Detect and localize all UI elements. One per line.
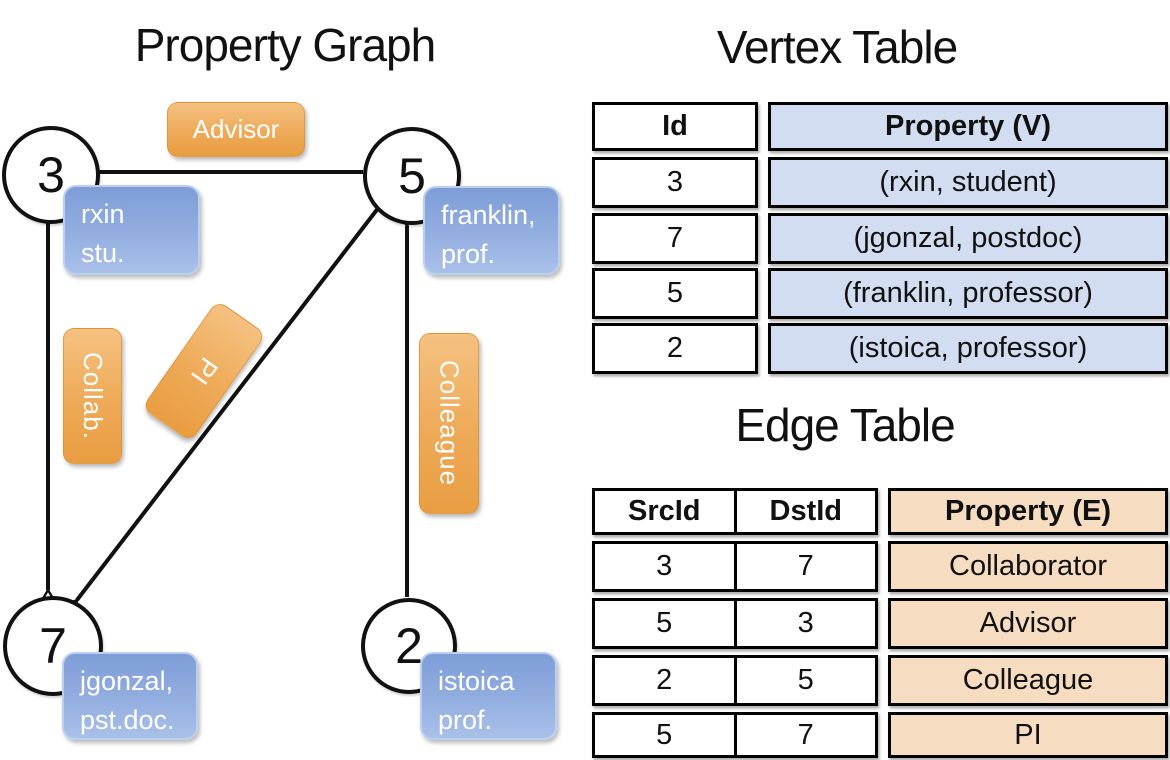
vertex-row-id: 7 — [592, 213, 758, 264]
edge-row-srcid: 2 — [656, 664, 673, 696]
edge-row-srcid: 5 — [656, 718, 673, 751]
vertex-row-id: 3 — [592, 157, 758, 208]
edge-row-property: Collaborator — [888, 541, 1168, 592]
edge-label-collab-text: Collab. — [78, 352, 108, 440]
vertex-table-title: Vertex Table — [716, 21, 958, 73]
node-3-property-line1: rxin — [81, 199, 125, 229]
edge-row-property: Advisor — [888, 598, 1168, 649]
node-7-property-box: jgonzal, pst.doc. — [62, 652, 198, 740]
node-2-property-box: istoica prof. — [420, 652, 557, 740]
vertex-header-property: Property (V) — [768, 102, 1168, 151]
edge-row-ids: 5 3 — [592, 598, 878, 649]
edge-label-colleague: Colleague — [419, 333, 479, 514]
edge-label-advisor: Advisor — [167, 102, 305, 157]
edge-row-dstid: 5 — [733, 658, 876, 703]
vertex-table-row: 3 (rxin, student) — [592, 157, 1168, 208]
node-5-property-line2: prof. — [441, 239, 496, 269]
edge-row-srcid: 5 — [656, 607, 673, 639]
node-5-id: 5 — [398, 148, 426, 204]
vertex-row-property: (jgonzal, postdoc) — [768, 213, 1168, 264]
property-graph-title: Property Graph — [134, 19, 436, 71]
edge-arrow-5-to-7 — [59, 205, 381, 620]
vertex-table-row: 7 (jgonzal, postdoc) — [592, 213, 1168, 264]
node-2-property-line2: prof. — [438, 705, 493, 735]
node-3-property-box: rxin stu. — [63, 185, 200, 275]
vertex-header-id: Id — [592, 102, 758, 151]
node-7-property-line1: jgonzal, — [80, 666, 174, 696]
edge-label-collab: Collab. — [63, 328, 122, 464]
edge-header-srcid: SrcId — [627, 495, 701, 527]
edge-table-title: Edge Table — [735, 399, 955, 451]
vertex-row-id: 2 — [592, 323, 758, 374]
edge-row-ids: 3 7 — [592, 541, 878, 592]
edge-header-dstid: DstId — [733, 491, 876, 532]
edge-label-colleague-text: Colleague — [434, 360, 465, 487]
graph-node-2: 2 — [361, 598, 457, 694]
edge-row-property: PI — [888, 712, 1168, 758]
edge-header-property: Property (E) — [888, 488, 1168, 535]
vertex-table-header-row: Id Property (V) — [592, 102, 1168, 151]
vertex-table-row: 5 (franklin, professor) — [592, 268, 1168, 319]
node-3-id: 3 — [37, 147, 65, 203]
edge-row-dstid: 7 — [733, 544, 876, 589]
node-3-property-line2: stu. — [81, 238, 125, 268]
edge-table-row: 2 5 Colleague — [592, 655, 1168, 706]
edge-row-srcid: 3 — [656, 550, 673, 582]
edge-table-row: 3 7 Collaborator — [592, 541, 1168, 592]
edge-row-dstid: 3 — [733, 601, 876, 646]
edge-table-header-row: SrcId DstId Property (E) — [592, 488, 1168, 535]
vertex-table-row: 2 (istoica, professor) — [592, 323, 1168, 374]
edge-header-ids: SrcId DstId — [592, 488, 878, 535]
edge-label-pi-text: PI — [184, 351, 225, 391]
vertex-row-id: 5 — [592, 268, 758, 319]
vertex-row-property: (franklin, professor) — [768, 268, 1168, 319]
vertex-row-property: (istoica, professor) — [768, 323, 1168, 374]
edge-row-ids: 2 5 — [592, 655, 878, 706]
vertex-row-property: (rxin, student) — [768, 157, 1168, 208]
edge-label-advisor-text: Advisor — [192, 114, 280, 144]
node-7-property-line2: pst.doc. — [80, 705, 175, 735]
node-5-property-box: franklin, prof. — [423, 186, 560, 275]
edge-table-row: 5 7 PI — [592, 712, 1168, 758]
node-5-property-line1: franklin, — [441, 200, 536, 230]
graph-edges — [37, 161, 418, 620]
node-2-id: 2 — [395, 618, 423, 674]
node-2-property-line1: istoica — [438, 666, 515, 696]
edge-table-row: 5 3 Advisor — [592, 598, 1168, 649]
edge-row-ids: 5 7 — [592, 712, 878, 758]
edge-row-dstid: 7 — [733, 715, 876, 755]
edge-row-property: Colleague — [888, 655, 1168, 706]
